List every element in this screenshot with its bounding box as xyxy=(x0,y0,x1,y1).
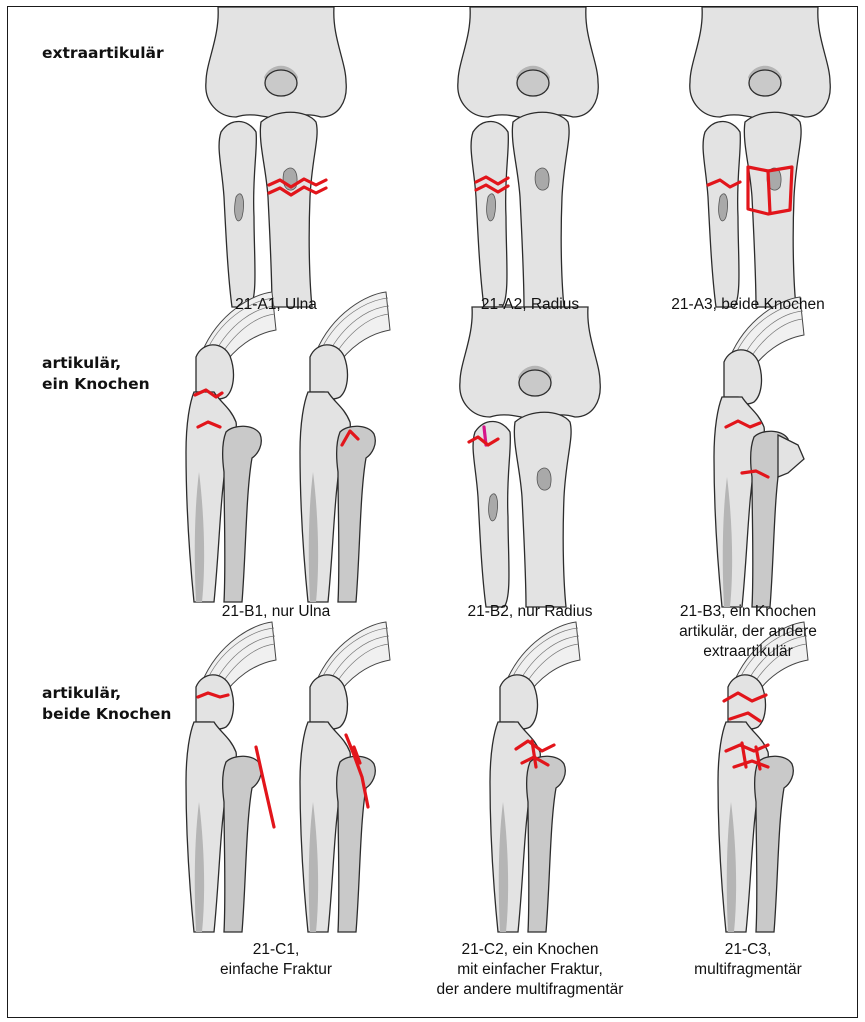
panel-21-c1 xyxy=(186,622,390,932)
caption-line: 21-A2, Radius xyxy=(420,295,640,315)
caption-line: 21-B2, nur Radius xyxy=(420,602,640,622)
caption-line: multifragmentär xyxy=(638,960,858,980)
caption-line: mit einfacher Fraktur, xyxy=(420,960,640,980)
caption-line: 21-C2, ein Knochen xyxy=(420,940,640,960)
caption-21-b3: 21-B3, ein Knochen artikulär, der andere… xyxy=(638,602,858,662)
caption-line: 21-C1, xyxy=(166,940,386,960)
panel-21-b3 xyxy=(714,297,804,607)
caption-line: 21-A1, Ulna xyxy=(166,295,386,315)
caption-line: 21-C3, xyxy=(638,940,858,960)
caption-21-a3: 21-A3, beide Knochen xyxy=(638,295,858,315)
caption-line: 21-A3, beide Knochen xyxy=(638,295,858,315)
caption-21-b1: 21-B1, nur Ulna xyxy=(166,602,386,622)
caption-line: 21-B3, ein Knochen xyxy=(638,602,858,622)
caption-21-a2: 21-A2, Radius xyxy=(420,295,640,315)
caption-21-c3: 21-C3, multifragmentär xyxy=(638,940,858,980)
figure-frame: extraartikulär artikulär, ein Knochen ar… xyxy=(7,6,858,1018)
caption-line: artikulär, der andere xyxy=(638,622,858,642)
panel-21-a1 xyxy=(206,7,346,307)
caption-line: extraartikulär xyxy=(638,642,858,662)
panel-21-a2 xyxy=(458,7,598,307)
panel-21-c3 xyxy=(718,622,808,932)
caption-line: einfache Fraktur xyxy=(166,960,386,980)
fracture-illustrations xyxy=(8,7,859,1019)
caption-21-c2: 21-C2, ein Knochen mit einfacher Fraktur… xyxy=(420,940,640,1000)
caption-21-b2: 21-B2, nur Radius xyxy=(420,602,640,622)
panel-21-c2 xyxy=(490,622,580,932)
caption-21-c1: 21-C1, einfache Fraktur xyxy=(166,940,386,980)
caption-line: der andere multifragmentär xyxy=(420,980,640,1000)
caption-21-a1: 21-A1, Ulna xyxy=(166,295,386,315)
panel-21-b1 xyxy=(186,292,390,602)
panel-21-b2 xyxy=(460,307,600,607)
caption-line: 21-B1, nur Ulna xyxy=(166,602,386,622)
panel-21-a3 xyxy=(690,7,830,307)
